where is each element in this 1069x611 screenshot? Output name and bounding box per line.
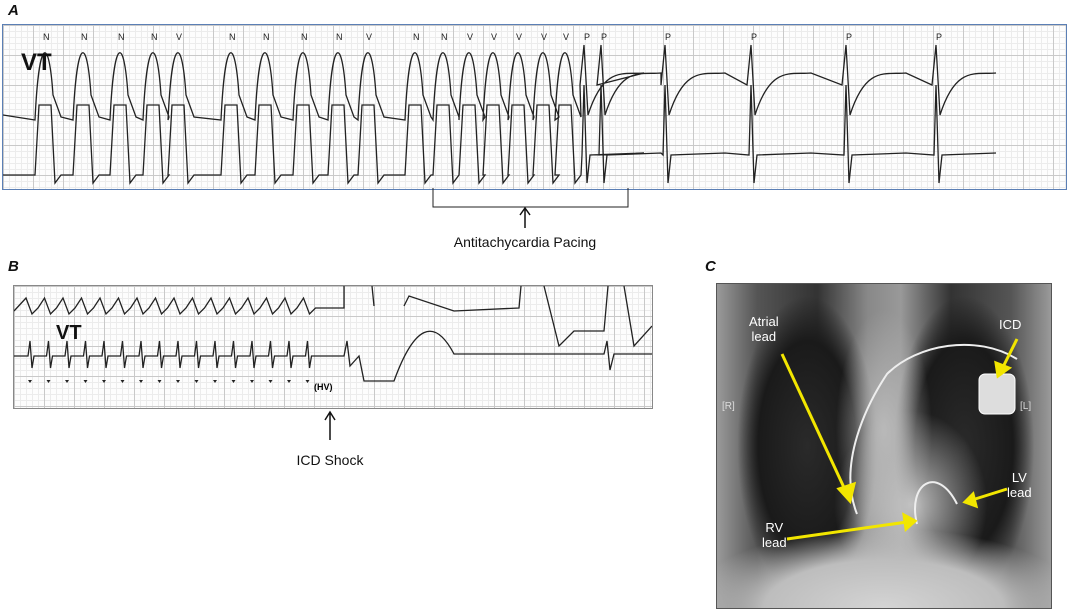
beat-marker: V xyxy=(491,32,498,42)
beat-marker: N xyxy=(118,32,125,42)
beat-marker: N xyxy=(441,32,448,42)
panel-c-label: C xyxy=(705,258,716,275)
ecg-lead-2 xyxy=(3,84,997,185)
right-marker: [R] xyxy=(722,401,735,412)
pacing-marker-row xyxy=(28,380,310,383)
lv-lead-label: LV lead xyxy=(1007,470,1032,500)
beat-marker: P xyxy=(751,32,758,42)
beat-marker: N xyxy=(43,32,50,42)
beat-marker: V xyxy=(541,32,548,42)
beat-marker: P xyxy=(936,32,943,42)
beat-marker: V xyxy=(516,32,523,42)
atrial-lead-label: Atrial lead xyxy=(749,314,779,344)
beat-marker: V xyxy=(176,32,183,42)
beat-marker: P xyxy=(601,32,608,42)
beat-marker: V xyxy=(563,32,570,42)
beat-marker: P xyxy=(665,32,672,42)
beat-marker: N xyxy=(81,32,88,42)
panel-b-label: B xyxy=(8,258,19,275)
ecg-lead-2 xyxy=(14,330,652,382)
beat-marker: V xyxy=(467,32,474,42)
panel-a-label: A xyxy=(8,2,19,19)
rv-lead-label: RV lead xyxy=(762,520,787,550)
xray-overlay xyxy=(780,338,1019,541)
shock-caption: ICD Shock xyxy=(296,452,364,468)
beat-marker: N xyxy=(151,32,158,42)
ecg-lead-1 xyxy=(3,44,997,123)
ecg-trace-a xyxy=(3,44,997,185)
ecg-lead-1 xyxy=(14,286,652,348)
ecg-trace-b xyxy=(14,286,652,383)
beat-marker: N xyxy=(301,32,308,42)
icd-label: ICD xyxy=(999,317,1022,332)
beat-marker: N xyxy=(263,32,270,42)
beat-marker: P xyxy=(846,32,853,42)
left-marker: [L] xyxy=(1020,401,1032,412)
beat-marker: N xyxy=(229,32,236,42)
chest-xray: Atrial lead ICD [R] [L] LV lead RV lead xyxy=(716,283,1052,609)
hv-marker: (HV) xyxy=(314,382,333,392)
beat-marker: N xyxy=(336,32,343,42)
pacing-caption: Antitachycardia Pacing xyxy=(453,234,597,250)
vt-label-a: VT xyxy=(21,49,52,76)
beat-marker: N xyxy=(413,32,420,42)
beat-marker: P xyxy=(584,32,591,42)
beat-marker: V xyxy=(366,32,373,42)
vt-label-b: VT xyxy=(56,322,82,344)
ecg-strip-b: VT (HV) xyxy=(13,285,653,409)
